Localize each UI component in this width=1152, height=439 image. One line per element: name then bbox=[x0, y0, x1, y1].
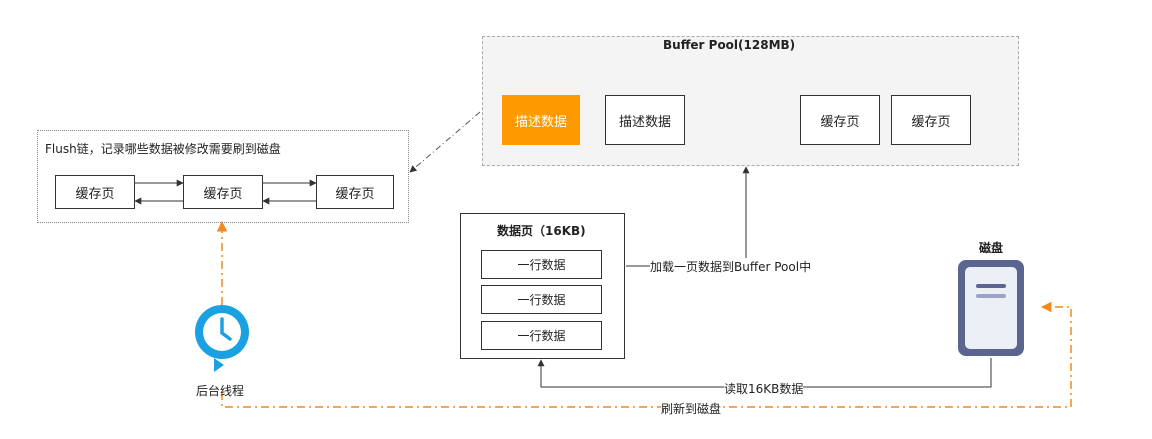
descriptor-block[interactable]: 描述数据 bbox=[605, 95, 685, 145]
buffer-pool-title: Buffer Pool(128MB) bbox=[663, 38, 796, 52]
flush-cache-page[interactable]: 缓存页 bbox=[316, 175, 394, 209]
background-thread-label: 后台线程 bbox=[196, 384, 245, 398]
data-page-title: 数据页（16KB) bbox=[497, 224, 586, 238]
edge-label-read: 读取16KB数据 bbox=[724, 380, 804, 397]
edge-label-flush: 刷新到磁盘 bbox=[661, 400, 722, 417]
cache-page-block[interactable]: 缓存页 bbox=[891, 95, 971, 145]
link-load-page bbox=[626, 166, 750, 267]
flush-list-group bbox=[37, 130, 409, 223]
data-row[interactable]: 一行数据 bbox=[481, 285, 602, 314]
flush-cache-page[interactable]: 缓存页 bbox=[55, 175, 135, 209]
clock-icon bbox=[195, 305, 249, 372]
link-desc-flush bbox=[409, 111, 481, 173]
edge-label-load: 加载一页数据到Buffer Pool中 bbox=[650, 258, 812, 275]
data-row[interactable]: 一行数据 bbox=[481, 321, 602, 350]
data-row[interactable]: 一行数据 bbox=[481, 250, 602, 279]
link-flush-disk bbox=[221, 301, 1072, 408]
disk-icon bbox=[958, 260, 1024, 356]
descriptor-block-highlighted[interactable]: 描述数据 bbox=[502, 95, 580, 145]
flush-list-title: Flush链，记录哪些数据被修改需要刷到磁盘 bbox=[45, 142, 281, 156]
flush-cache-page[interactable]: 缓存页 bbox=[183, 175, 263, 209]
disk-label: 磁盘 bbox=[979, 241, 1004, 255]
cache-page-block[interactable]: 缓存页 bbox=[800, 95, 880, 145]
